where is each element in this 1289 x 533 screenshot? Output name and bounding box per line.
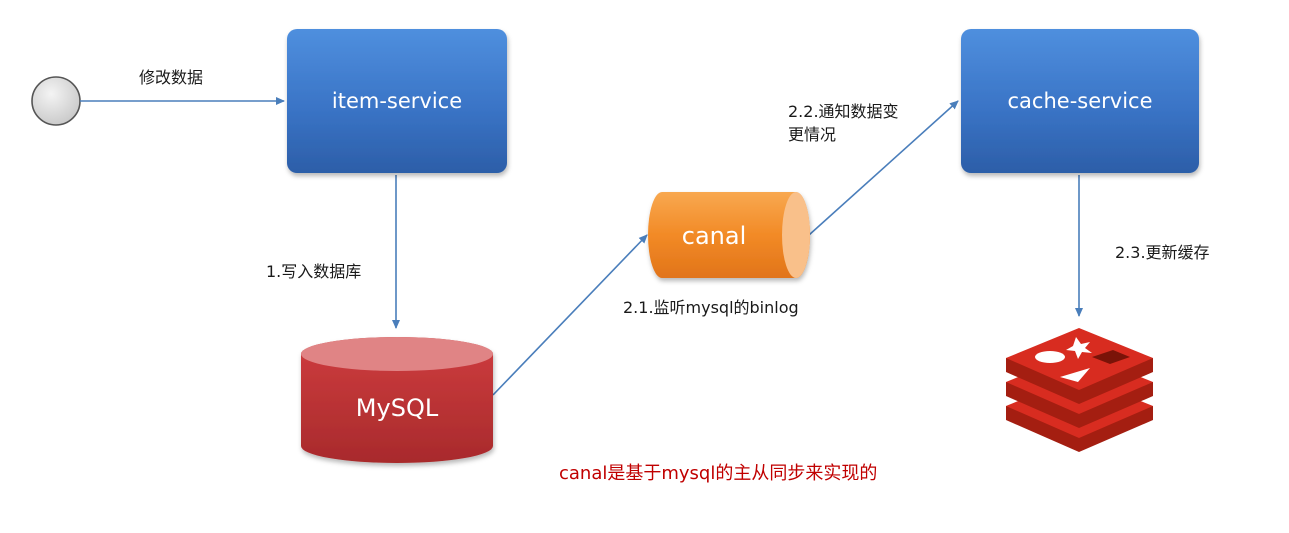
mysql-node: MySQL bbox=[301, 337, 493, 463]
canal-note: canal是基于mysql的主从同步来实现的 bbox=[559, 463, 877, 484]
item-service-node: item-service bbox=[287, 29, 507, 173]
modify-data-label: 修改数据 bbox=[139, 68, 203, 87]
write-db-label: 1.写入数据库 bbox=[266, 262, 361, 281]
notify-label-line1: 2.2.通知数据变 bbox=[788, 102, 899, 121]
arrow-mysql-to-canal bbox=[492, 234, 648, 396]
redis-icon bbox=[1006, 328, 1153, 452]
item-service-label: item-service bbox=[332, 89, 462, 113]
canal-label: canal bbox=[682, 222, 747, 250]
mysql-label: MySQL bbox=[356, 394, 439, 422]
arrow-canal-to-cache-service bbox=[808, 100, 959, 236]
update-cache-label: 2.3.更新缓存 bbox=[1115, 243, 1210, 262]
cache-service-node: cache-service bbox=[961, 29, 1199, 173]
canal-node: canal bbox=[648, 192, 810, 278]
notify-label-line2: 更情况 bbox=[788, 125, 836, 144]
start-node-icon bbox=[31, 76, 81, 126]
listen-binlog-label: 2.1.监听mysql的binlog bbox=[623, 298, 799, 317]
cache-service-label: cache-service bbox=[1008, 89, 1153, 113]
